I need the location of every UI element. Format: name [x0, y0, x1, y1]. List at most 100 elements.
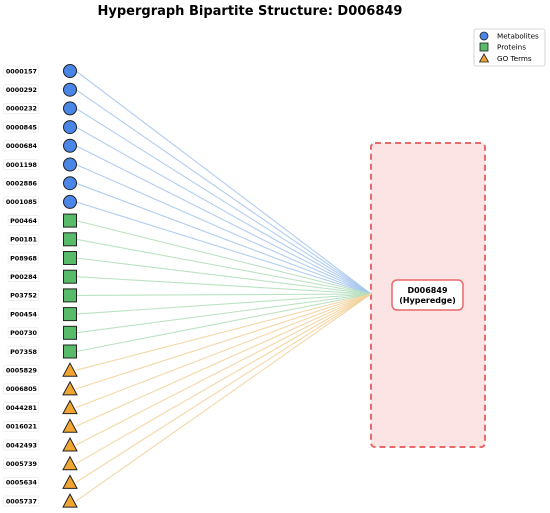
node-protein[interactable]: P00181: [7, 232, 77, 247]
triangle-icon: [62, 362, 78, 377]
node-go[interactable]: 0005739: [3, 455, 78, 471]
node-go[interactable]: 0005829: [3, 362, 78, 377]
node-label-box: [3, 383, 39, 395]
node-label: 0005829: [6, 367, 38, 375]
triangle-icon: [62, 380, 78, 396]
legend-label-proteins: Proteins: [497, 43, 526, 52]
node-protein[interactable]: P00730: [7, 325, 77, 340]
edge-P00730: [75, 293, 372, 334]
node-label-box: [3, 140, 39, 152]
node-label: P00181: [10, 236, 37, 244]
edge-0000232: [75, 107, 372, 295]
node-metabolite[interactable]: 0000292: [3, 82, 77, 97]
node-label: 0005739: [6, 460, 38, 468]
node-label-box: [7, 290, 39, 301]
square-icon: [63, 269, 77, 284]
node-go[interactable]: 0005634: [3, 474, 78, 489]
circle-icon: [63, 64, 77, 78]
node-metabolite[interactable]: 0000845: [3, 120, 77, 135]
node-label: P00464: [10, 217, 37, 225]
node-label: P07358: [10, 348, 37, 356]
node-label-box: [3, 84, 39, 95]
edge-0044281: [75, 293, 372, 409]
node-label-box: [7, 215, 39, 226]
node-label-box: [3, 103, 39, 114]
node-metabolite[interactable]: 0002886: [3, 176, 77, 191]
circle-icon: [63, 194, 77, 209]
node-label: 0002886: [6, 180, 38, 188]
node-label: 0001085: [6, 198, 37, 206]
edge-0002886: [75, 182, 372, 295]
node-go[interactable]: 0005737: [3, 493, 78, 508]
node-go[interactable]: 0044281: [3, 399, 78, 415]
node-protein[interactable]: P07358: [7, 344, 77, 359]
square-icon: [63, 288, 77, 303]
triangle-icon: [478, 53, 490, 63]
triangle-icon: [62, 474, 78, 489]
node-protein[interactable]: P00464: [7, 213, 77, 228]
node-label-box: [7, 308, 39, 320]
hyperedge-id: D006849: [407, 286, 447, 295]
node-label: 0006805: [6, 385, 37, 393]
node-label: 0000845: [6, 123, 37, 131]
edge-0000684: [75, 145, 372, 295]
node-label-box: [3, 420, 39, 432]
edge-0005634: [75, 293, 372, 483]
node-go[interactable]: 0042493: [3, 436, 78, 452]
edge-0000157: [75, 70, 372, 295]
node-label-box: [3, 196, 39, 208]
hyperedge-caption: (Hyperedge): [399, 296, 456, 305]
node-label: 0016021: [6, 423, 37, 431]
square-icon: [63, 325, 77, 340]
node-label-box: [3, 121, 39, 133]
edge-0016021: [75, 293, 372, 427]
node-label-box: [7, 252, 39, 264]
triangle-icon: [62, 418, 78, 433]
node-label-box: [3, 159, 39, 170]
node-label: 0000292: [6, 86, 37, 94]
legend-label-go-terms: GO Terms: [497, 54, 532, 63]
legend-label-metabolites: Metabolites: [497, 32, 539, 41]
node-protein[interactable]: P08968: [7, 251, 77, 265]
node-metabolite[interactable]: 0001198: [3, 157, 77, 172]
hyperedge-label[interactable]: D006849 (Hyperedge): [391, 279, 464, 311]
node-label-box: [3, 65, 39, 77]
node-metabolite[interactable]: 0000157: [3, 64, 77, 78]
node-label-box: [7, 346, 39, 357]
circle-icon: [63, 82, 77, 97]
square-icon: [63, 307, 77, 322]
circle-icon: [63, 176, 77, 191]
edge-P07358: [75, 293, 372, 353]
circle-icon: [63, 101, 77, 116]
node-label: 0005634: [6, 479, 38, 487]
node-protein[interactable]: P03752: [7, 288, 77, 303]
triangle-icon: [62, 493, 78, 508]
node-metabolite[interactable]: 0001085: [3, 194, 77, 209]
node-protein[interactable]: P00284: [7, 269, 77, 284]
node-protein[interactable]: P00454: [7, 307, 77, 322]
node-label: P03752: [10, 292, 37, 300]
triangle-icon: [62, 455, 78, 471]
circle-icon: [63, 138, 77, 153]
node-label: 0000157: [6, 67, 37, 75]
node-label: 0000684: [6, 142, 38, 150]
node-go[interactable]: 0006805: [3, 380, 78, 396]
node-label: 0005737: [6, 497, 37, 505]
edge-P00454: [75, 293, 372, 315]
node-label: 0042493: [6, 441, 37, 449]
node-label-box: [7, 327, 39, 339]
node-label-box: [7, 271, 39, 283]
node-metabolite[interactable]: 0000232: [3, 101, 77, 116]
node-label-box: [3, 439, 39, 451]
node-label: 0044281: [6, 404, 37, 412]
edge-0042493: [75, 293, 372, 446]
circle-icon: [63, 120, 77, 135]
node-label-box: [3, 364, 39, 376]
edge-0005739: [75, 293, 372, 465]
node-metabolite[interactable]: 0000684: [3, 138, 77, 153]
square-icon: [479, 42, 489, 52]
node-label: 0000232: [6, 105, 37, 113]
node-go[interactable]: 0016021: [3, 418, 78, 433]
edge-group: [75, 70, 372, 502]
